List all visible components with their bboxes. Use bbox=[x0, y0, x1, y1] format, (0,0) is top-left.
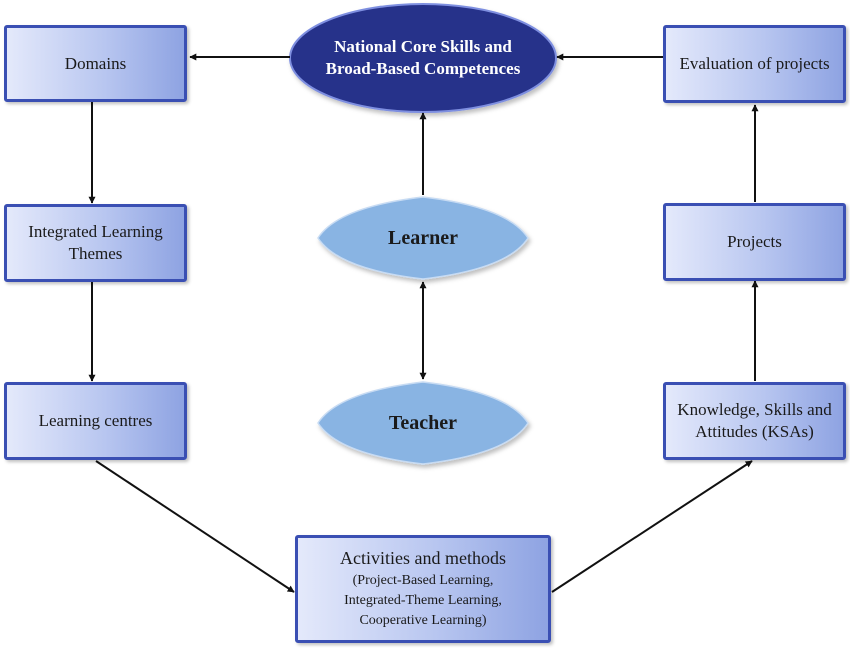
activities-line-1: (Project-Based Learning, bbox=[352, 572, 494, 588]
evaluation-label: Evaluation of projects bbox=[679, 54, 830, 73]
learning-centres-box: Learning centres bbox=[4, 382, 187, 460]
projects-box: Projects bbox=[663, 203, 846, 281]
ksas-label: Knowledge, Skills and Attitudes (KSAs) bbox=[677, 400, 832, 441]
arrow-activities-to-ksas bbox=[551, 460, 753, 593]
integrated-themes-label: Integrated Learning Themes bbox=[28, 222, 163, 263]
projects-label: Projects bbox=[727, 232, 782, 251]
evaluation-box: Evaluation of projects bbox=[663, 25, 846, 103]
learning-centres-label: Learning centres bbox=[38, 411, 153, 430]
ksas-box: Knowledge, Skills and Attitudes (KSAs) bbox=[663, 382, 846, 460]
domains-box: Domains bbox=[4, 25, 187, 102]
arrow-centres-to-activities bbox=[95, 460, 295, 593]
activities-line-3: Cooperative Learning) bbox=[359, 612, 487, 628]
activities-title: Activities and methods bbox=[340, 547, 506, 568]
activities-line-2: Integrated-Theme Learning, bbox=[344, 592, 502, 608]
teacher-label: Teacher bbox=[388, 411, 458, 434]
learner-shape bbox=[317, 196, 529, 280]
teacher-shape bbox=[317, 381, 529, 465]
core-skills-label: National Core Skills and Broad-Based Com… bbox=[325, 37, 521, 78]
domains-label: Domains bbox=[64, 53, 127, 73]
activities-box: Activities and methods (Project-Based Le… bbox=[295, 535, 551, 643]
learner-label: Learner bbox=[388, 226, 458, 249]
integrated-themes-box: Integrated Learning Themes bbox=[4, 204, 187, 282]
